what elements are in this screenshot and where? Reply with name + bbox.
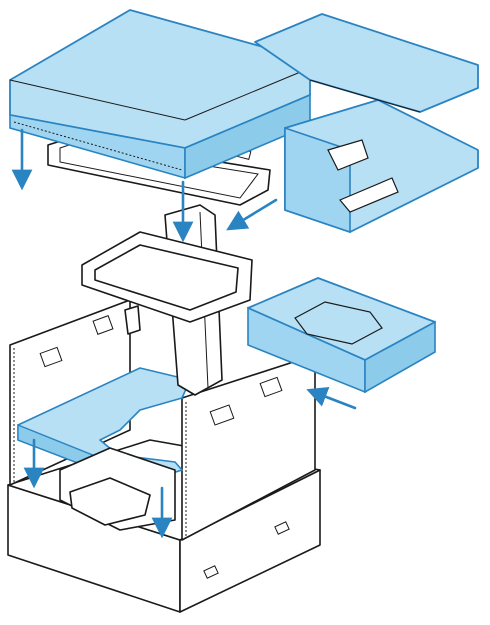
insertion-arrows [11, 128, 357, 539]
box-handle-slot [274, 521, 290, 535]
box-handle-slot [209, 404, 235, 426]
insert-cutout [339, 177, 399, 213]
hexagon-cutout [294, 301, 383, 345]
cap-fold-line [184, 67, 311, 121]
top-foam-cap [9, 9, 311, 180]
cap-fold-line [9, 79, 186, 121]
insertion-arrow [226, 198, 278, 231]
hex-block-right [364, 320, 436, 394]
top-hexagon-foam-block [247, 277, 436, 394]
cart-handle-inner [94, 244, 239, 311]
insert-cutout [327, 139, 369, 171]
cart-clip [124, 305, 141, 335]
box-handle-slot [259, 376, 283, 398]
box-handle-slot [203, 565, 219, 579]
cap-corrugation [13, 121, 183, 171]
box-handle-slot [92, 315, 114, 335]
box-handle-slot [39, 346, 63, 368]
insertion-arrow [306, 387, 357, 410]
insert-fold-line [377, 99, 421, 113]
box-right-wall [181, 354, 316, 541]
cart-base-slot [69, 477, 151, 526]
insert-fold-line [309, 79, 379, 101]
side-foam-insert [254, 13, 479, 234]
